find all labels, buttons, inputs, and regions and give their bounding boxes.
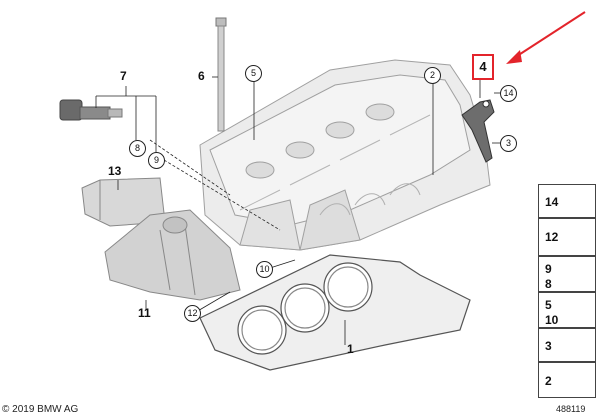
callout-14[interactable]: 14 (500, 85, 517, 102)
legend-row-2[interactable]: 2 (538, 362, 596, 398)
highlight-arrow (506, 11, 586, 64)
legend-num-3: 3 (545, 339, 552, 353)
cylinder-head-bolt (215, 17, 227, 132)
callout-13[interactable]: 13 (108, 164, 122, 178)
leader-lines (95, 76, 500, 345)
legend-row-3[interactable]: 3 (538, 328, 596, 362)
legend-row-14[interactable]: 14 (538, 184, 596, 218)
legend-num-2: 2 (545, 374, 552, 388)
cylinder-head-gasket (199, 254, 471, 371)
lifting-eye-part (461, 99, 495, 163)
legend-row-12[interactable]: 12 (538, 218, 596, 256)
diagram-id: 488119 (556, 404, 586, 414)
copyright-text: © 2019 BMW AG (2, 404, 79, 415)
legend-num-5: 5 (545, 298, 552, 312)
callout-6[interactable]: 6 (198, 69, 205, 83)
engine-mount-bracket (104, 209, 241, 301)
legend-num-14: 14 (545, 195, 559, 209)
callout-2[interactable]: 2 (424, 67, 441, 84)
callout-7[interactable]: 7 (120, 69, 127, 83)
callout-4-highlighted[interactable]: 4 (472, 54, 494, 80)
sensor-part (59, 99, 123, 121)
legend-num-9: 9 (545, 262, 552, 276)
callout-9[interactable]: 9 (148, 152, 165, 169)
legend-num-10: 10 (545, 313, 559, 327)
legend-num-8: 8 (545, 277, 552, 291)
legend-row-9-8[interactable]: 9 8 (538, 256, 596, 292)
callout-10[interactable]: 10 (256, 261, 273, 278)
legend-num-12: 12 (545, 230, 559, 244)
callout-8[interactable]: 8 (129, 140, 146, 157)
callout-1[interactable]: 1 (347, 342, 354, 356)
callout-5[interactable]: 5 (245, 65, 262, 82)
callout-3[interactable]: 3 (500, 135, 517, 152)
legend-row-5-10[interactable]: 5 10 (538, 292, 596, 328)
callout-12[interactable]: 12 (184, 305, 201, 322)
callout-11[interactable]: 11 (138, 306, 151, 320)
cylinder-head (199, 59, 491, 251)
